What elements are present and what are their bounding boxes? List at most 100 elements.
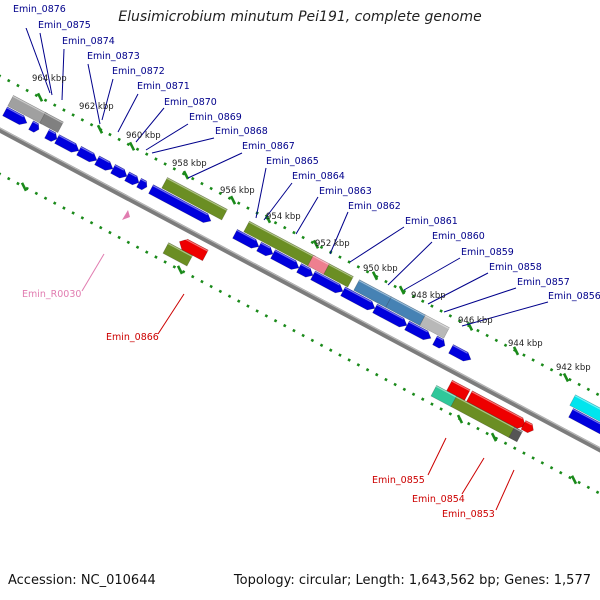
gene-label[interactable]: Emin_0876 [13,4,66,15]
lower-tick-dot [246,304,250,308]
upper-tick-dot [16,83,20,88]
gene-label[interactable]: Emin_0855 [372,475,425,486]
upper-tick-dot [144,152,149,156]
gene-label[interactable]: Emin_0856 [548,291,600,302]
upper-tick-dot [439,309,443,313]
gene-label[interactable]: Emin_0862 [348,201,401,212]
upper-tick-dot [80,118,85,122]
major-tick [182,170,190,180]
upper-tick-dot [135,147,140,152]
gene-box-olive [323,263,354,288]
gene-label[interactable]: Emin_0875 [38,20,91,31]
kbp-label: 944 kbp [508,339,543,349]
leader-line [117,93,139,133]
gene-label[interactable]: Emin_0853 [442,509,495,520]
gene-arrow-blue [568,407,600,441]
major-tick [312,239,320,249]
lower-tick-dot [448,412,453,416]
leader-line [443,287,517,313]
lower-tick-dot [531,456,535,460]
lower-tick-dot [163,260,167,264]
gene-arrow-red [520,420,534,434]
gene-box-gray [419,314,450,339]
gene-label[interactable]: Emin_0871 [137,81,190,92]
upper-tick-dot [89,123,94,127]
gene-label[interactable]: Emin_0863 [319,186,372,197]
gene-label[interactable]: Emin_0872 [112,66,165,77]
leader-line [61,48,65,101]
kbp-label: 952 kbp [315,239,350,249]
lower-tick-dot [34,191,39,196]
gene-label[interactable]: Emin_0864 [292,171,345,182]
major-tick [176,265,184,275]
leader-line [403,257,461,291]
gene-label[interactable]: Emin_0854 [412,494,465,505]
leader-line [349,226,405,263]
lower-tick-dot [25,186,29,191]
gene-label[interactable]: Emin_0865 [266,156,319,167]
upper-tick-dot [494,338,499,343]
upper-tick-dot [209,186,213,191]
genome-backbone [0,127,600,453]
leader-line [295,196,319,235]
lower-tick-dot [181,270,186,274]
lower-tick-dot [485,431,489,436]
lower-tick-dot [98,225,103,230]
leader-line [427,272,489,305]
leader-line [81,253,105,292]
gene-label[interactable]: Emin_0869 [189,112,242,123]
lower-tick-dot [402,387,407,392]
lower-tick-dot [172,265,177,269]
lower-tick-dot [420,397,425,401]
upper-tick-dot [6,78,11,83]
leader-line [151,137,215,154]
upper-tick-dot [540,363,545,367]
lower-tick-dot [236,299,241,303]
gene-arrow-blue [148,184,212,223]
leader-line [87,63,101,125]
upper-tick-dot [246,206,250,210]
lower-tick-dot [411,392,416,397]
leader-line [145,123,189,151]
gene-label[interactable]: Emin_0860 [432,231,485,242]
upper-tick-dot [25,88,29,93]
upper-tick-dot [457,319,462,323]
lower-tick-dot [558,470,563,475]
gene-label[interactable]: Emin_0870 [164,97,217,108]
leader-line [329,211,349,255]
gene-label[interactable]: Emin_0857 [517,277,570,288]
lower-tick-dot [540,461,545,465]
major-tick [96,124,104,134]
major-tick [570,475,578,485]
gene-label[interactable]: Emin_0873 [87,51,140,62]
upper-tick-dot [558,372,563,377]
gene-arrow-blue [270,249,300,270]
gene-label[interactable]: Emin_0858 [489,262,542,273]
upper-tick-dot [310,240,315,245]
gene-label[interactable]: Emin_0859 [461,247,514,258]
leader-line [263,182,293,221]
lower-tick-dot [503,441,508,446]
gene-label[interactable]: Emin_0874 [62,36,115,47]
lower-tick-dot [135,245,140,250]
lower-tick-dot [6,176,11,181]
kbp-label: 964 kbp [32,74,67,84]
gene-label[interactable]: Emin_0861 [405,216,458,227]
gene-label[interactable]: Emin_R0030 [22,289,81,300]
gene-arrow-blue [28,120,40,133]
upper-tick-dot [218,191,223,196]
gene-arrow-blue [310,270,344,294]
gene-label[interactable]: Emin_0867 [242,141,295,152]
topology-text: Topology: circular; Length: 1,643,562 bp… [233,573,591,588]
gene-label[interactable]: Emin_0866 [106,332,159,343]
lower-tick-dot [292,328,296,333]
upper-tick-dot [52,103,57,107]
gene-arrow-red [466,390,526,429]
upper-tick-dot [595,392,600,397]
gene-label[interactable]: Emin_0868 [215,126,268,137]
upper-tick-dot [430,304,434,308]
gene-box-olive [162,242,194,267]
kbp-label: 942 kbp [556,363,591,373]
